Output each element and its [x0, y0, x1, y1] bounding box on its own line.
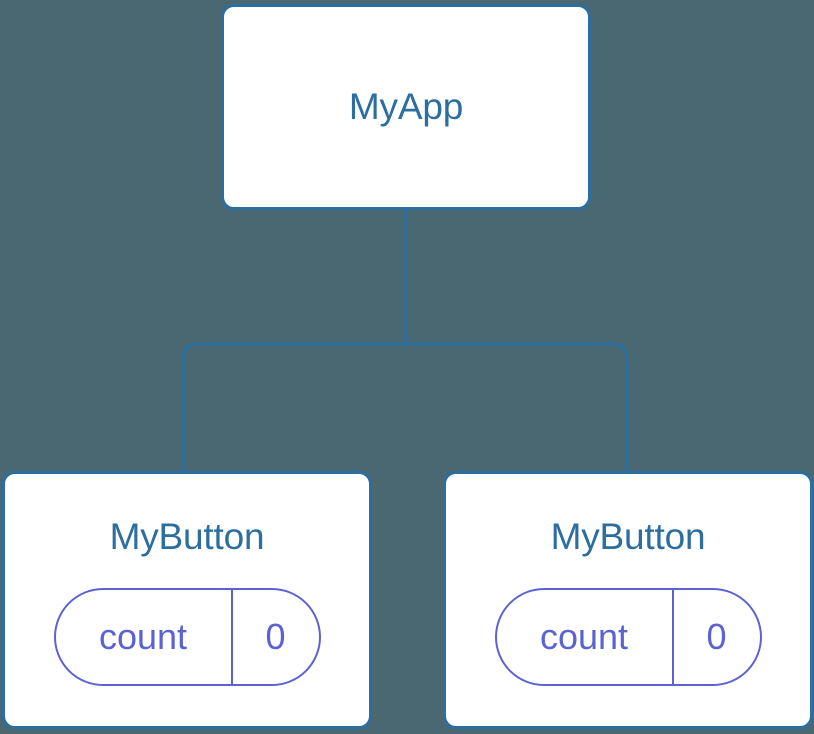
state-pill-left-key: count — [56, 589, 233, 684]
node-mybutton-left-label: MyButton — [109, 516, 265, 557]
state-pill-left-value: 0 — [265, 615, 286, 657]
edge-to-child-left — [181, 342, 406, 473]
node-mybutton-left[interactable]: MyButton count 0 — [2, 471, 372, 729]
state-pill-right[interactable]: count 0 — [494, 587, 762, 686]
edge-to-child-right — [406, 342, 629, 473]
node-mybutton-right[interactable]: MyButton count 0 — [443, 471, 813, 729]
node-myapp[interactable]: MyApp — [221, 4, 591, 210]
state-pill-left[interactable]: count 0 — [53, 587, 321, 686]
node-myapp-label: MyApp — [348, 85, 464, 127]
state-pill-right-key: count — [497, 589, 674, 684]
node-mybutton-right-label: MyButton — [550, 516, 706, 557]
state-pill-right-value: 0 — [706, 615, 727, 657]
